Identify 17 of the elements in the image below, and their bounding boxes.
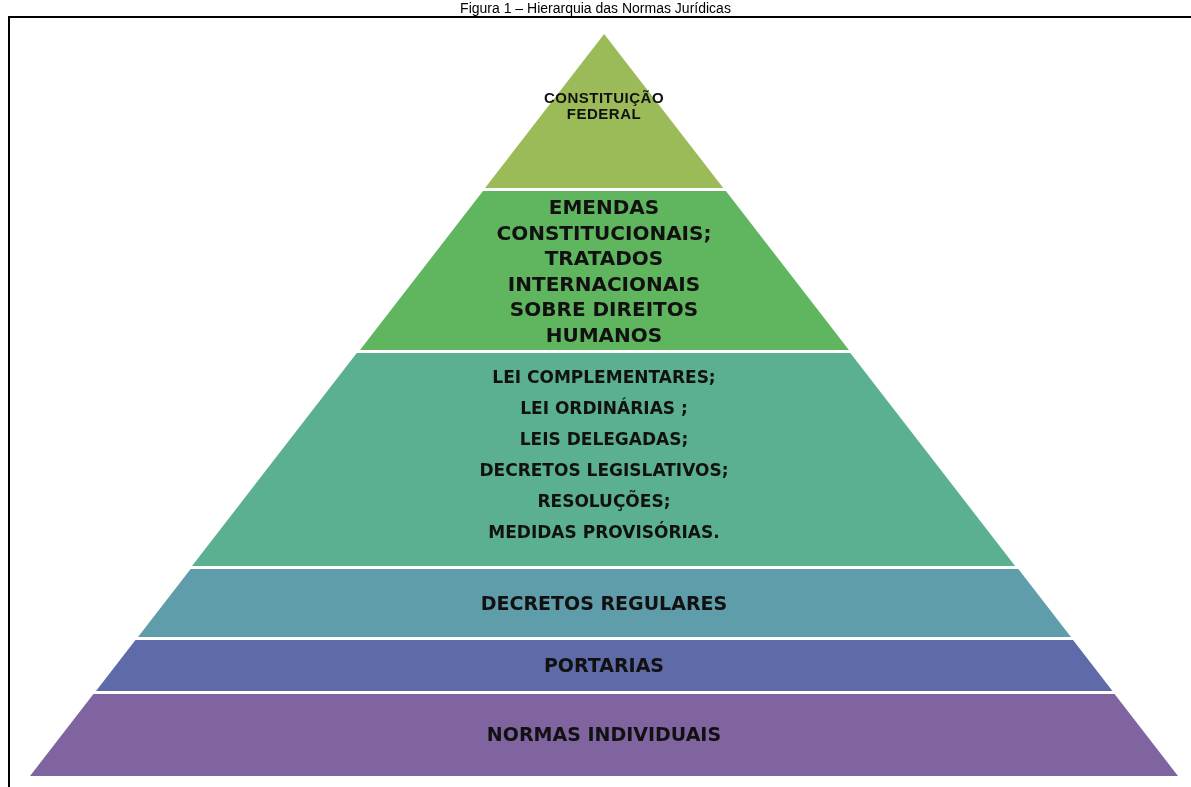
layer-label: RESOLUÇÕES; (536, 489, 672, 513)
figure-title: Figura 1 – Hierarquia das Normas Jurídicas (459, 0, 732, 16)
layer-label: LEI COMPLEMENTARES; (491, 366, 717, 389)
pyramid-layer (137, 569, 1071, 637)
pyramid-apex (484, 34, 724, 188)
layer-label: LEI ORDINÁRIAS ; (519, 396, 689, 420)
pyramid-layer (359, 191, 849, 350)
layer-label: LEIS DELEGADAS; (518, 428, 690, 451)
layer-label: MEDIDAS PROVISÓRIAS. (487, 520, 721, 544)
pyramid-layer (95, 640, 1113, 691)
layer-label: EMENDAS CONSTITUCIONAIS; TRATADOS INTERNACIONAIS SOBRE DIREITOS HUMANOS (495, 195, 713, 348)
layer-label: PORTARIAS (542, 653, 666, 677)
layer-label: DECRETOS LEGISLATIVOS; (478, 459, 730, 482)
layer-label: NORMAS INDIVIDUAIS (485, 722, 723, 746)
layer-label: DECRETOS REGULARES (479, 591, 729, 615)
pyramid-layer (30, 694, 1178, 776)
pyramid-layer (192, 353, 1016, 566)
